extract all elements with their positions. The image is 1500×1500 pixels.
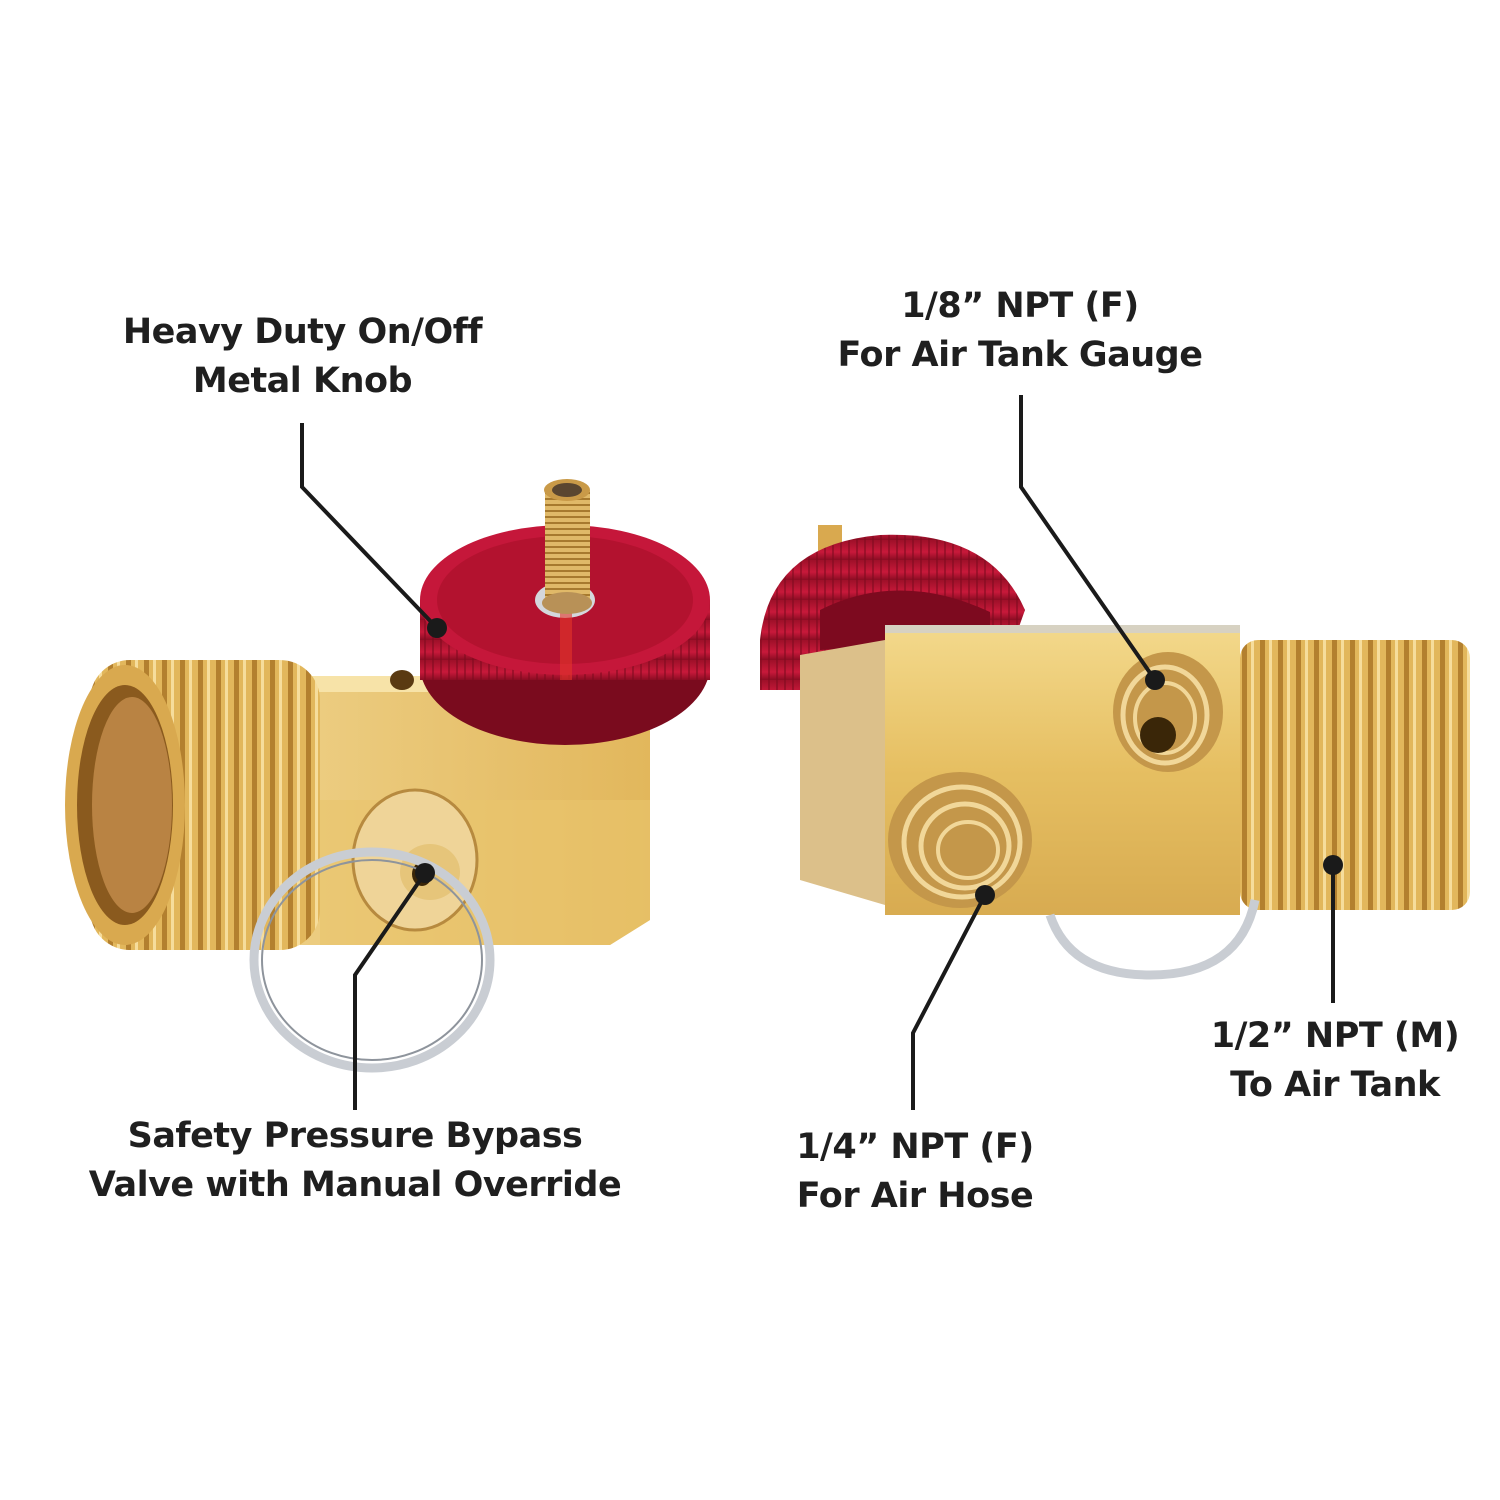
callout-gauge-line1: 1/8” NPT (F) xyxy=(901,286,1139,326)
leader-gauge xyxy=(1019,395,1157,682)
leader-dots xyxy=(415,618,1343,905)
leader-bypass xyxy=(353,871,427,1110)
callout-knob: Heavy Duty On/Off Metal Knob xyxy=(95,308,510,406)
callout-tank-line1: 1/2” NPT (M) xyxy=(1210,1016,1460,1056)
leader-lines xyxy=(300,395,1335,1110)
left-male-thread xyxy=(65,660,320,950)
dot-tank xyxy=(1323,855,1343,875)
left-side-hole xyxy=(390,670,414,690)
callout-bypass: Safety Pressure Bypass Valve with Manual… xyxy=(50,1112,660,1210)
right-hex-end xyxy=(800,640,885,905)
dot-hose xyxy=(975,885,995,905)
callout-gauge: 1/8” NPT (F) For Air Tank Gauge xyxy=(810,282,1230,380)
left-schrader-stem xyxy=(542,479,592,614)
left-valve xyxy=(65,479,710,1073)
dot-knob xyxy=(427,618,447,638)
callout-tank-line2: To Air Tank xyxy=(1230,1065,1440,1105)
right-male-thread xyxy=(1240,640,1470,910)
callout-hose: 1/4” NPT (F) For Air Hose xyxy=(770,1123,1060,1221)
dot-bypass xyxy=(415,863,435,883)
leader-hose xyxy=(911,894,987,1110)
right-hose-port xyxy=(888,772,1032,908)
dot-gauge xyxy=(1145,670,1165,690)
leader-knob xyxy=(300,423,439,630)
callout-bypass-line1: Safety Pressure Bypass xyxy=(127,1116,583,1156)
left-pull-ring xyxy=(249,847,495,1073)
callout-knob-line2: Metal Knob xyxy=(192,361,413,401)
right-valve xyxy=(760,525,1470,980)
callout-hose-line2: For Air Hose xyxy=(796,1176,1034,1216)
right-gauge-port xyxy=(1113,652,1223,772)
callout-knob-line1: Heavy Duty On/Off xyxy=(122,312,483,352)
right-pull-ring xyxy=(1045,899,1260,980)
callout-bypass-line2: Valve with Manual Override xyxy=(88,1165,622,1205)
callout-gauge-line2: For Air Tank Gauge xyxy=(837,335,1203,375)
callout-hose-line1: 1/4” NPT (F) xyxy=(796,1127,1034,1167)
callout-tank: 1/2” NPT (M) To Air Tank xyxy=(1190,1012,1480,1110)
